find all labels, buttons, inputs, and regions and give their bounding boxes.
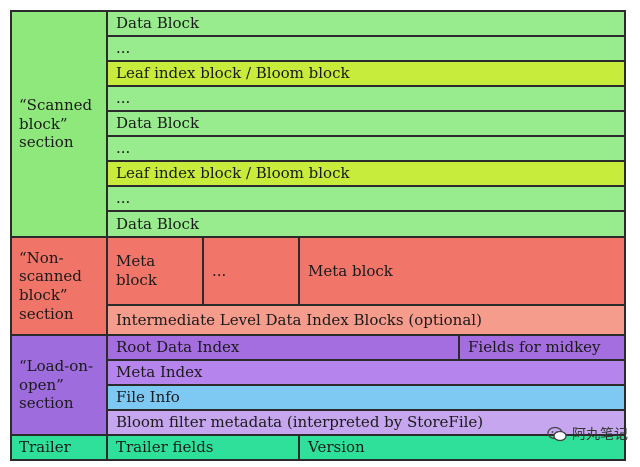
bloom-filter-metadata: Bloom filter metadata (interpreted by St… bbox=[106, 409, 626, 436]
row-label: Data Block bbox=[116, 114, 200, 133]
non-scanned-section-label: “Non-scanned block” section bbox=[10, 236, 108, 336]
trailer-section-label: Trailer bbox=[10, 434, 108, 461]
row-label: Data Block bbox=[116, 14, 200, 33]
row-label: Data Block bbox=[116, 214, 200, 233]
meta-block-1-label: Meta block bbox=[116, 252, 157, 289]
fields-for-midkey: Fields for midkey bbox=[458, 334, 626, 361]
root-data-index-label: Root Data Index bbox=[116, 338, 240, 357]
scanned-row-leaf-index-bloom: Leaf index block / Bloom block bbox=[106, 160, 626, 187]
load-on-open-section-text: “Load-on-open” section bbox=[19, 356, 94, 413]
row-label: ... bbox=[116, 39, 131, 58]
trailer-version: Version bbox=[298, 434, 626, 461]
scanned-row-data-block: Data Block bbox=[106, 210, 626, 238]
version-label: Version bbox=[308, 438, 365, 457]
watermark: 阿丸笔记 bbox=[547, 424, 628, 444]
row-label: ... bbox=[116, 139, 131, 158]
row-label: ... bbox=[116, 89, 131, 108]
meta-block-2: Meta block bbox=[298, 236, 626, 306]
row-label: Leaf index block / Bloom block bbox=[116, 164, 350, 183]
meta-block-ellipsis: ... bbox=[202, 236, 300, 306]
file-info-label: File Info bbox=[116, 388, 180, 407]
meta-index: Meta Index bbox=[106, 359, 626, 386]
row-label: ... bbox=[116, 189, 131, 208]
scanned-section-label: “Scanned block” section bbox=[10, 10, 108, 238]
scanned-row-leaf-index-bloom: Leaf index block / Bloom block bbox=[106, 60, 626, 87]
intermediate-label: Intermediate Level Data Index Blocks (op… bbox=[116, 310, 482, 329]
meta-block-1: Meta block bbox=[106, 236, 204, 306]
trailer-fields: Trailer fields bbox=[106, 434, 300, 461]
meta-index-label: Meta Index bbox=[116, 363, 203, 382]
root-data-index: Root Data Index bbox=[106, 334, 460, 361]
row-label: Leaf index block / Bloom block bbox=[116, 64, 350, 83]
bloom-filter-metadata-label: Bloom filter metadata (interpreted by St… bbox=[116, 413, 484, 432]
load-on-open-section-label: “Load-on-open” section bbox=[10, 334, 108, 436]
meta-ellipsis-label: ... bbox=[212, 261, 227, 280]
wechat-icon bbox=[547, 426, 567, 442]
fields-for-midkey-label: Fields for midkey bbox=[468, 338, 601, 357]
trailer-fields-label: Trailer fields bbox=[116, 438, 214, 457]
scanned-row-ellipsis: ... bbox=[106, 135, 626, 162]
non-scanned-section-text: “Non-scanned block” section bbox=[19, 248, 82, 323]
trailer-section-text: Trailer bbox=[19, 438, 71, 457]
scanned-row-data-block: Data Block bbox=[106, 110, 626, 137]
meta-block-2-label: Meta block bbox=[308, 261, 393, 280]
watermark-text: 阿丸笔记 bbox=[572, 427, 628, 443]
scanned-section-text: “Scanned block” section bbox=[19, 95, 93, 152]
scanned-row-data-block: Data Block bbox=[106, 10, 626, 37]
scanned-row-ellipsis: ... bbox=[106, 85, 626, 112]
file-info: File Info bbox=[106, 384, 626, 411]
scanned-row-ellipsis: ... bbox=[106, 35, 626, 62]
scanned-row-ellipsis: ... bbox=[106, 185, 626, 212]
intermediate-index-blocks: Intermediate Level Data Index Blocks (op… bbox=[106, 304, 626, 336]
